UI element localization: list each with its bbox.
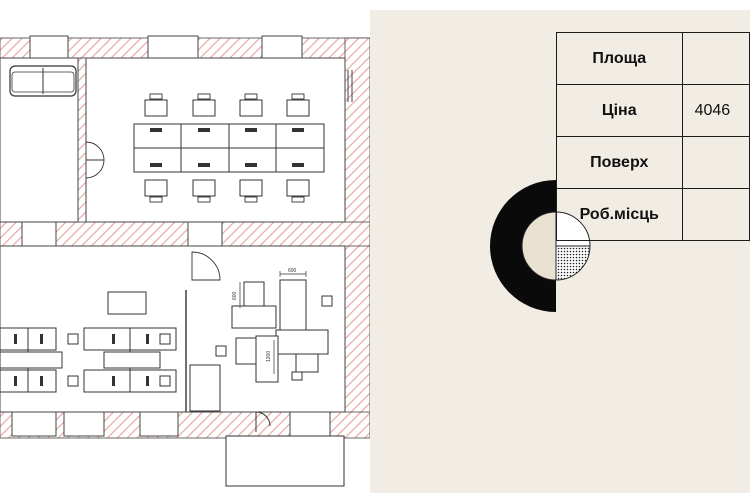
- black-half-ring: [490, 180, 556, 312]
- entrance: [225, 411, 345, 487]
- desks-lower-left: [0, 291, 177, 393]
- value-price: 4046: [681, 84, 750, 137]
- label-floor: Поверх: [556, 136, 683, 189]
- info-panel: Площа Ціна 4046 Поверх Роб.місць: [370, 10, 750, 493]
- window-middle-2: [187, 221, 223, 247]
- window-bottom-4: [289, 411, 331, 437]
- door-upper: [85, 141, 105, 179]
- manager-desks: [215, 279, 333, 383]
- monitors-upper: [150, 128, 304, 167]
- table-row: Роб.місць: [556, 188, 750, 241]
- label-area: Площа: [556, 32, 683, 85]
- sofa: [9, 65, 77, 97]
- door-lower: [191, 251, 221, 281]
- chairs-upper: [149, 93, 305, 203]
- window-top-1: [29, 35, 69, 59]
- window-top-2: [147, 35, 199, 59]
- monitors-lower-left: [14, 334, 149, 386]
- wall-inner-vertical: [77, 57, 87, 223]
- dimension-label-1: 600: [288, 268, 297, 274]
- info-table: Площа Ціна 4046 Поверх Роб.місць: [556, 32, 750, 241]
- cabinet: [189, 364, 221, 412]
- floor-plan-drawing: 600 600 1200: [0, 35, 370, 487]
- floor-plan: 600 600 1200: [0, 0, 370, 500]
- dimension-label-2: 600: [232, 291, 238, 300]
- window-bottom-2: [63, 411, 105, 437]
- table-row: Площа: [556, 32, 750, 85]
- label-workplaces: Роб.місць: [556, 188, 683, 241]
- dimension-label-3: 1200: [266, 351, 272, 362]
- window-bottom-3: [139, 411, 179, 437]
- dimension-lines: [239, 271, 307, 374]
- table-row: Ціна 4046: [556, 84, 750, 137]
- dotted-quarter-bottom: [555, 245, 591, 281]
- window-bottom-1: [11, 411, 57, 437]
- beige-half-disc: [521, 211, 557, 281]
- value-floor: [681, 136, 750, 189]
- label-price: Ціна: [556, 84, 683, 137]
- value-workplaces: [681, 188, 750, 241]
- window-middle-1: [21, 221, 57, 247]
- value-area: [681, 32, 750, 85]
- window-top-3: [261, 35, 303, 59]
- table-row: Поверх: [556, 136, 750, 189]
